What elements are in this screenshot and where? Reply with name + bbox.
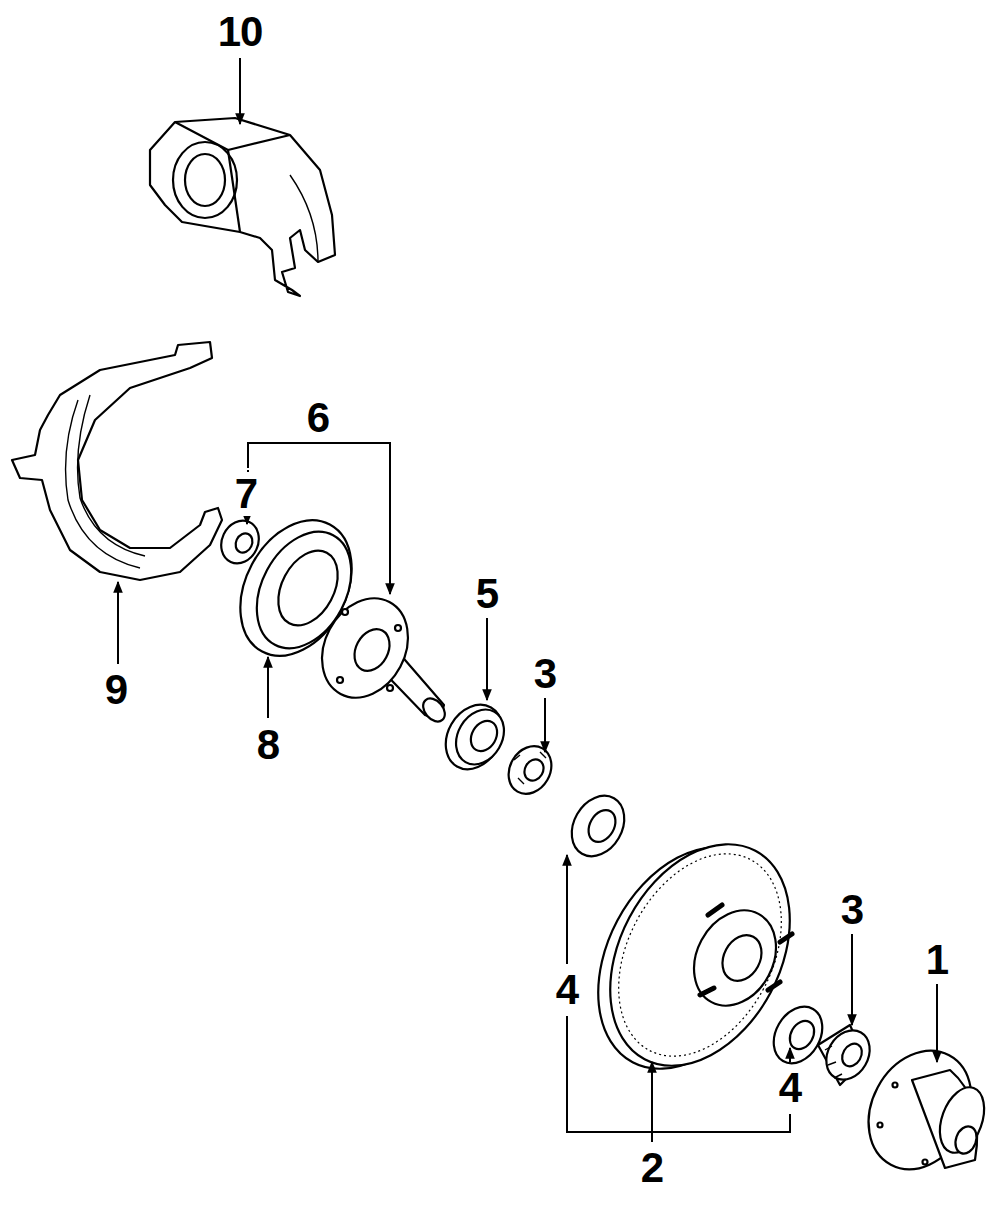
spindle <box>305 583 449 725</box>
bearing-race <box>561 786 635 865</box>
splash-shield <box>12 342 222 580</box>
bearing-race <box>764 998 832 1072</box>
callout-number: 8 <box>255 723 281 767</box>
callout-number: 7 <box>233 472 259 516</box>
callout-number: 6 <box>305 396 331 440</box>
grease-seal <box>434 695 513 780</box>
leader-lines <box>118 58 937 1142</box>
callout-number: 2 <box>639 1146 665 1190</box>
caliper-bracket <box>150 118 335 296</box>
callout-number: 10 <box>216 10 265 54</box>
callout-number: 3 <box>532 652 558 696</box>
callout-number: 1 <box>924 938 950 982</box>
callout-number: 5 <box>474 572 500 616</box>
hub-cap <box>849 1033 993 1188</box>
callout-number: 4 <box>777 1066 803 1110</box>
callout-number: 3 <box>839 888 865 932</box>
wheel-bearing <box>500 738 560 801</box>
callout-number: 9 <box>103 668 129 712</box>
callout-number: 4 <box>554 968 580 1012</box>
wheel-bearing <box>818 1022 879 1087</box>
